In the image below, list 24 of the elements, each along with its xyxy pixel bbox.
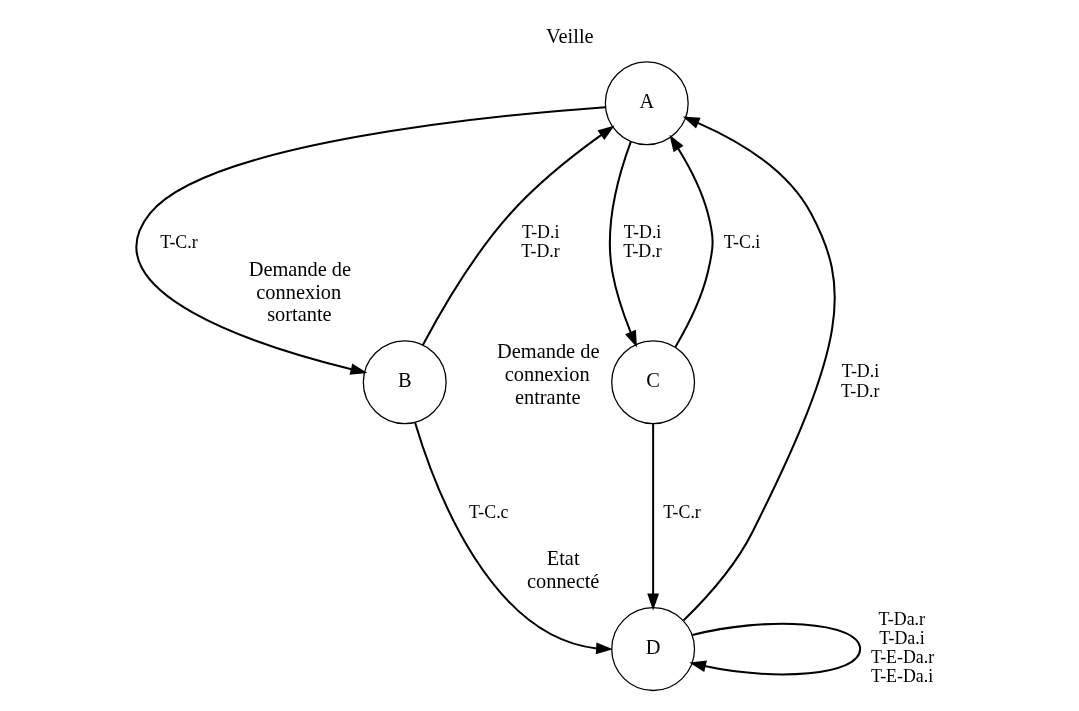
- edge-label: T-D.i T-D.r: [841, 361, 880, 401]
- edge-label: T-Da.r T-Da.i T-E-Da.r T-E-Da.i: [870, 609, 935, 687]
- arrow: [136, 106, 606, 375]
- arrow: [609, 141, 637, 348]
- edge-label: T-D.i T-D.r: [623, 221, 662, 262]
- arrow: [669, 134, 714, 348]
- arrow: [414, 422, 613, 655]
- arrow: [647, 423, 659, 611]
- edge-label: T-C.c: [469, 501, 509, 522]
- node-circle: D: [611, 607, 696, 692]
- node-circle: B: [362, 340, 447, 425]
- arrow: [689, 622, 862, 676]
- node-circle: C: [611, 340, 696, 425]
- node-label: Veille: [546, 24, 594, 47]
- node-circle: A: [604, 61, 689, 146]
- edge-label: T-D.i T-D.r: [521, 221, 560, 262]
- node-label: Demande de connexion sortante: [248, 257, 352, 326]
- edge-label: T-C.r: [160, 232, 198, 253]
- edge-label: T-C.i: [723, 232, 761, 253]
- node-label: Etat connecté: [527, 547, 600, 593]
- node-label: Demande de connexion entrante: [497, 340, 600, 409]
- arrow: [422, 125, 615, 346]
- arrow: [682, 116, 836, 621]
- edge-label: T-C.r: [663, 501, 701, 522]
